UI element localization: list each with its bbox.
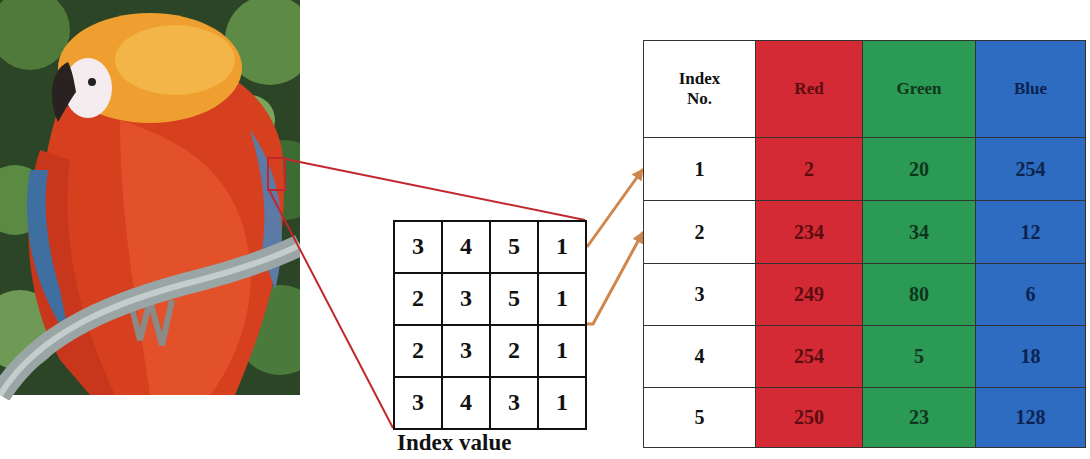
index-cell: 3 — [393, 376, 443, 430]
table-header-cell: Index No. — [643, 40, 756, 138]
index-number-cell-text: 1 — [695, 158, 705, 181]
index-cell: 1 — [537, 324, 587, 378]
color-value-cell: 23 — [862, 387, 976, 448]
index-number-cell: 4 — [643, 325, 756, 388]
color-value-cell: 128 — [975, 387, 1086, 448]
index-cell: 2 — [393, 272, 443, 326]
color-value-cell-text: 20 — [909, 158, 929, 181]
grid-caption: Index value — [397, 430, 511, 456]
index-cell-text: 1 — [556, 285, 568, 313]
color-value-cell: 12 — [975, 200, 1086, 264]
index-cell-text: 3 — [508, 389, 520, 417]
color-value-cell: 6 — [975, 263, 1086, 326]
index-cell-text: 4 — [460, 389, 472, 417]
index-cell: 4 — [441, 220, 491, 274]
index-number-cell-text: 5 — [695, 406, 705, 429]
table-header-cell-text: Green — [896, 79, 941, 99]
index-cell: 5 — [489, 272, 539, 326]
parrot-photo-part — [0, 245, 300, 395]
color-value-cell-text: 128 — [1016, 406, 1046, 429]
parrot-photo-part — [115, 25, 235, 95]
color-value-cell: 254 — [975, 137, 1086, 201]
index-cell: 3 — [441, 324, 491, 378]
index-number-cell-text: 3 — [695, 283, 705, 306]
color-value-cell: 20 — [862, 137, 976, 201]
table-header-cell: Blue — [975, 40, 1086, 138]
color-value-cell: 80 — [862, 263, 976, 326]
index-cell-text: 2 — [412, 285, 424, 313]
index-cell-text: 3 — [460, 285, 472, 313]
index-cell: 2 — [489, 324, 539, 378]
index-number-cell: 5 — [643, 387, 756, 448]
index-cell-text: 4 — [460, 233, 472, 261]
color-value-cell: 249 — [755, 263, 863, 326]
color-value-cell-text: 254 — [794, 345, 824, 368]
color-value-cell-text: 6 — [1026, 283, 1036, 306]
table-header-cell: Green — [862, 40, 976, 138]
index-cell-text: 1 — [556, 389, 568, 417]
index-number-cell: 3 — [643, 263, 756, 326]
index-number-cell-text: 4 — [695, 345, 705, 368]
color-value-cell: 5 — [862, 325, 976, 388]
parrot-photo — [0, 0, 300, 400]
index-cell: 3 — [489, 376, 539, 430]
color-value-cell: 254 — [755, 325, 863, 388]
index-cell: 1 — [537, 376, 587, 430]
index-cell-text: 3 — [412, 389, 424, 417]
table-header-cell-text: Index No. — [679, 69, 721, 108]
parrot-photo-part — [52, 62, 76, 122]
index-lookup-arrow — [587, 169, 643, 247]
color-value-cell: 250 — [755, 387, 863, 448]
index-cell-text: 3 — [460, 337, 472, 365]
color-value-cell-text: 234 — [794, 221, 824, 244]
color-value-cell-text: 250 — [794, 406, 824, 429]
index-cell-text: 5 — [508, 233, 520, 261]
index-cell: 1 — [537, 272, 587, 326]
parrot-photo-part — [268, 158, 285, 190]
index-cell: 3 — [441, 272, 491, 326]
index-cell-text: 1 — [556, 233, 568, 261]
index-cell-text: 5 — [508, 285, 520, 313]
color-value-cell-text: 249 — [794, 283, 824, 306]
index-cell: 2 — [393, 324, 443, 378]
index-number-cell: 1 — [643, 137, 756, 201]
parrot-photo-part — [27, 170, 70, 340]
color-value-cell-text: 2 — [804, 158, 814, 181]
index-number-cell-text: 2 — [695, 221, 705, 244]
index-cell-text: 3 — [412, 233, 424, 261]
color-value-cell-text: 80 — [909, 283, 929, 306]
color-value-cell: 34 — [862, 200, 976, 264]
parrot-photo-part — [0, 245, 300, 395]
table-header-cell-text: Blue — [1014, 79, 1047, 99]
color-value-cell-text: 254 — [1016, 158, 1046, 181]
color-value-cell-text: 34 — [909, 221, 929, 244]
parrot-photo-part — [120, 120, 251, 395]
index-number-cell: 2 — [643, 200, 756, 264]
table-header-cell: Red — [755, 40, 863, 138]
zoom-line — [285, 159, 585, 220]
color-value-cell: 18 — [975, 325, 1086, 388]
table-header-cell-text: Red — [794, 79, 823, 99]
color-value-cell-text: 12 — [1021, 221, 1041, 244]
index-cell-text: 2 — [508, 337, 520, 365]
index-cell-text: 2 — [412, 337, 424, 365]
color-value-cell: 2 — [755, 137, 863, 201]
zoom-line — [269, 190, 393, 428]
index-cell: 1 — [537, 220, 587, 274]
index-cell: 4 — [441, 376, 491, 430]
index-cell: 3 — [393, 220, 443, 274]
color-value-cell-text: 23 — [909, 406, 929, 429]
color-value-cell-text: 18 — [1021, 345, 1041, 368]
color-value-cell-text: 5 — [914, 345, 924, 368]
color-value-cell: 234 — [755, 200, 863, 264]
parrot-photo-part — [88, 78, 96, 86]
parrot-photo-part — [58, 13, 242, 123]
index-cell-text: 1 — [556, 337, 568, 365]
index-cell: 5 — [489, 220, 539, 274]
